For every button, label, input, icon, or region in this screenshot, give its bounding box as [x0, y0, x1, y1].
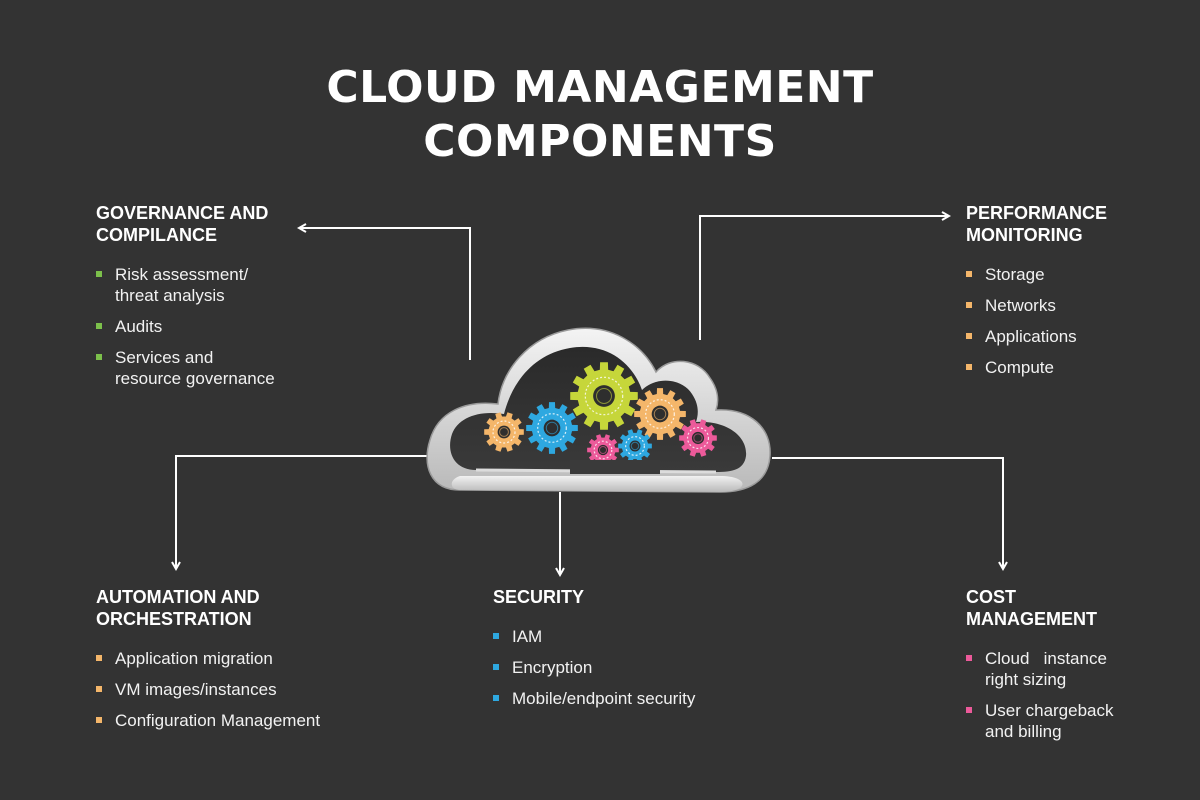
gear-icon — [526, 402, 578, 454]
square-bullet-icon — [493, 664, 499, 670]
list-item: Audits — [96, 316, 356, 337]
page-title: CLOUD MANAGEMENT COMPONENTS — [0, 61, 1200, 169]
square-bullet-icon — [96, 686, 102, 692]
list-item: Networks — [966, 295, 1186, 316]
square-bullet-icon — [96, 323, 102, 329]
list-item: IAM — [493, 626, 773, 647]
item-list: Application migration VM images/instance… — [96, 648, 396, 731]
title-line-2: COMPONENTS — [423, 116, 777, 168]
section-heading: COST MANAGEMENT — [966, 587, 1097, 629]
section-heading: PERFORMANCE MONITORING — [966, 203, 1108, 245]
list-item: Configuration Management — [96, 710, 396, 731]
item-list: Storage Networks Applications Compute — [966, 264, 1186, 378]
square-bullet-icon — [966, 333, 972, 339]
square-bullet-icon — [966, 271, 972, 277]
square-bullet-icon — [96, 717, 102, 723]
list-item: Storage — [966, 264, 1186, 285]
list-item: Compute — [966, 357, 1186, 378]
square-bullet-icon — [96, 655, 102, 661]
gears-group — [451, 362, 743, 492]
arrow-to-cost — [772, 457, 1003, 568]
section-governance: GOVERNANCE AND COMPILANCE Risk assessmen… — [96, 202, 356, 399]
item-list: IAM Encryption Mobile/endpoint security — [493, 626, 773, 709]
gear-icon — [570, 362, 638, 430]
square-bullet-icon — [96, 271, 102, 277]
square-bullet-icon — [966, 707, 972, 713]
list-item: VM images/instances — [96, 679, 396, 700]
cloud-illustration — [420, 300, 780, 500]
list-item: Risk assessment/threat analysis — [96, 264, 356, 306]
section-heading: SECURITY — [493, 587, 585, 607]
arrow-to-performance — [699, 216, 948, 340]
list-item: Mobile/endpoint security — [493, 688, 773, 709]
section-automation: AUTOMATION AND ORCHESTRATION Application… — [96, 586, 396, 741]
gear-icon — [587, 434, 619, 466]
gear-icon — [618, 429, 652, 463]
section-performance: PERFORMANCE MONITORING Storage Networks … — [966, 202, 1186, 388]
square-bullet-icon — [493, 695, 499, 701]
arrow-to-governance — [300, 228, 471, 360]
section-heading: GOVERNANCE AND COMPILANCE — [96, 203, 269, 245]
square-bullet-icon — [966, 302, 972, 308]
title-line-1: CLOUD MANAGEMENT — [326, 62, 874, 114]
list-item: Applications — [966, 326, 1186, 347]
gear-icon — [679, 419, 717, 457]
list-item: Encryption — [493, 657, 773, 678]
arrow-to-automation — [176, 455, 440, 568]
section-heading: AUTOMATION AND ORCHESTRATION — [96, 587, 260, 629]
gear-icon — [484, 412, 524, 452]
square-bullet-icon — [966, 364, 972, 370]
gear-icon — [634, 388, 686, 440]
square-bullet-icon — [96, 354, 102, 360]
square-bullet-icon — [966, 655, 972, 661]
square-bullet-icon — [493, 633, 499, 639]
list-item: Application migration — [96, 648, 396, 669]
section-security: SECURITY IAM Encryption Mobile/endpoint … — [493, 586, 773, 719]
item-list: Risk assessment/threat analysis Audits S… — [96, 264, 356, 389]
